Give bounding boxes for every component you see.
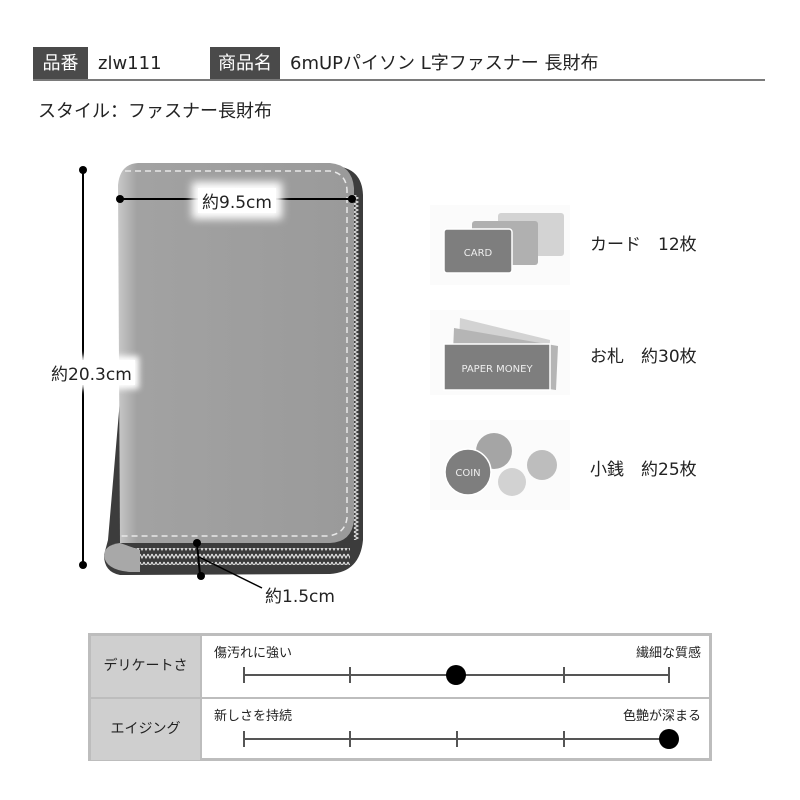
ratings-table: デリケートさ 傷汚れに強い 繊細な質感 エイジング 新しさを持続 色艶が深まる: [88, 633, 712, 761]
card-icon: CARD: [430, 205, 570, 285]
scale-tick: [243, 731, 245, 747]
rating-row-delicacy: デリケートさ 傷汚れに強い 繊細な質感: [91, 636, 709, 699]
height-label: 約20.3cm: [48, 360, 135, 385]
coin-icon: COIN: [430, 420, 570, 510]
scale-tick: [563, 731, 565, 747]
header-divider: [33, 79, 765, 81]
rating-right-label: 繊細な質感: [635, 646, 701, 661]
rating-label: デリケートさ: [91, 636, 202, 697]
rating-right-label: 色艶が深まる: [622, 709, 701, 724]
paper-money-capacity: お札 約30枚: [590, 347, 697, 367]
coin-icon-label: COIN: [455, 468, 480, 479]
rating-marker: [659, 729, 679, 749]
rating-left-label: 傷汚れに強い: [214, 646, 293, 661]
product-name: 6mUPパイソン L字ファスナー 長財布: [290, 53, 599, 74]
coin-capacity: 小銭 約25枚: [590, 460, 697, 480]
product-code: zlw111: [98, 53, 162, 74]
paper-money-icon-label: PAPER MONEY: [461, 364, 533, 375]
rating-marker: [446, 665, 466, 685]
card-capacity: カード 12枚: [590, 235, 697, 255]
rating-left-label: 新しさを持続: [214, 709, 293, 724]
rating-label: エイジング: [91, 699, 202, 760]
product-code-label: 品番: [33, 47, 88, 80]
product-name-label: 商品名: [210, 47, 280, 80]
width-label: 約9.5cm: [198, 188, 276, 213]
scale-tick: [563, 667, 565, 683]
scale-tick: [668, 667, 670, 683]
scale-tick: [349, 731, 351, 747]
depth-label: 約1.5cm: [265, 587, 335, 607]
scale-tick: [349, 667, 351, 683]
paper-money-icon: PAPER MONEY: [430, 310, 570, 395]
style-text: スタイル：ファスナー長財布: [38, 101, 272, 122]
rating-row-aging: エイジング 新しさを持続 色艶が深まる: [91, 699, 709, 760]
scale-tick: [456, 731, 458, 747]
card-icon-label: CARD: [464, 248, 493, 259]
scale-tick: [243, 667, 245, 683]
